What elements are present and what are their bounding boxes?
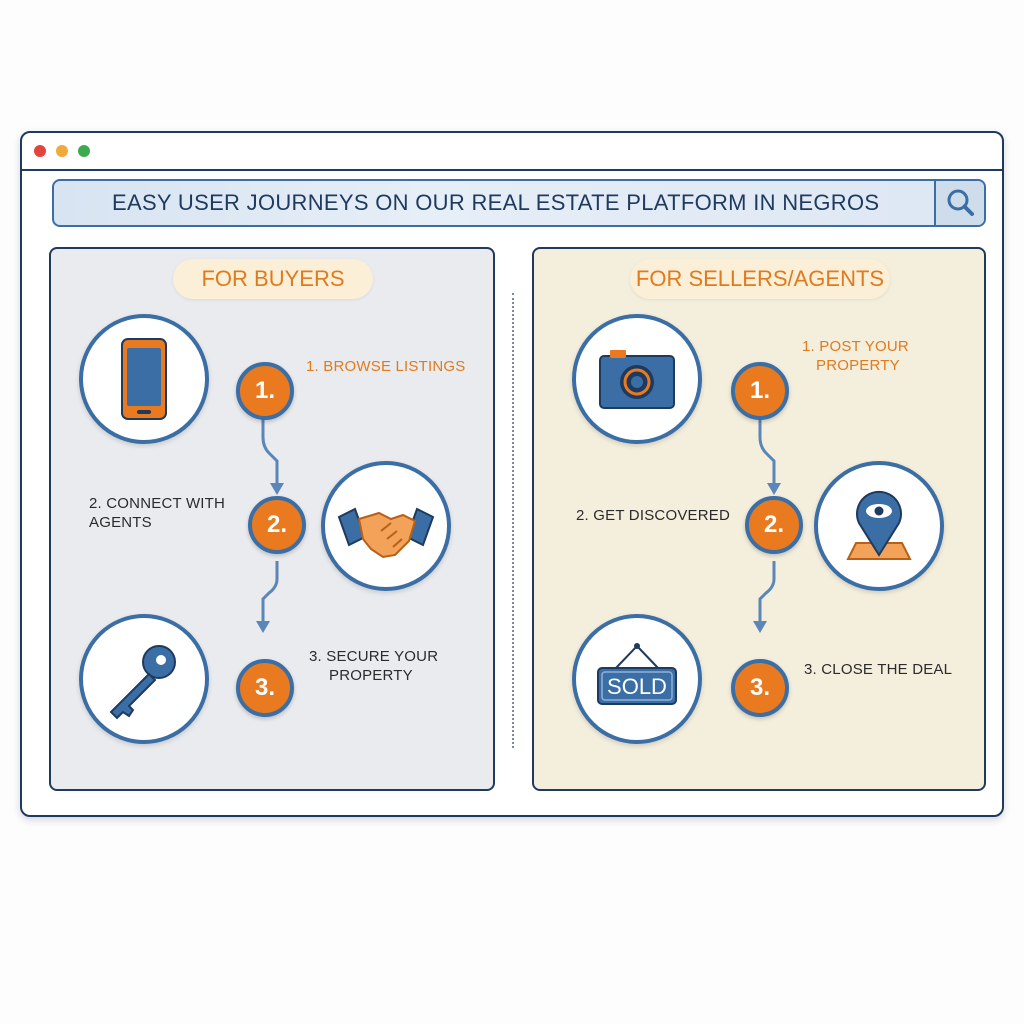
sellers-step-1-label: 1. POST YOUR PROPERTY xyxy=(802,338,909,374)
browser-window: EASY USER JOURNEYS ON OUR REAL ESTATE PL… xyxy=(20,131,1004,817)
sold-sign-text: SOLD xyxy=(607,674,667,699)
map-pin-eye-icon xyxy=(846,490,912,560)
sellers-step-2-badge: 2. xyxy=(745,496,803,554)
sellers-flow-connectors xyxy=(753,415,781,633)
minimize-window-button[interactable] xyxy=(56,145,68,157)
handshake-icon xyxy=(337,507,435,559)
post-property-illustration xyxy=(572,314,702,444)
sellers-step-3-label: 3. CLOSE THE DEAL xyxy=(804,661,953,678)
key-icon xyxy=(109,645,176,720)
page-title: EASY USER JOURNEYS ON OUR REAL ESTATE PL… xyxy=(112,190,880,215)
buyers-step-2-label: 2. CONNECT WITH AGENTS xyxy=(89,495,226,531)
browse-listings-illustration xyxy=(79,314,209,444)
buyers-panel: FOR BUYERS 1. 1. BROWSE LISTINGS 2. CONN… xyxy=(49,247,495,791)
buyers-flow-connectors xyxy=(256,415,284,633)
maximize-window-button[interactable] xyxy=(78,145,90,157)
close-deal-illustration: SOLD xyxy=(572,614,702,744)
search-button[interactable] xyxy=(934,181,984,225)
sellers-step-3-badge: 3. xyxy=(731,659,789,717)
buyers-step-1-badge: 1. xyxy=(236,362,294,420)
search-icon xyxy=(947,189,974,216)
sellers-panel: FOR SELLERS/AGENTS 1. 1. POST YOUR xyxy=(532,247,986,791)
sellers-step-2-label: 2. GET DISCOVERED xyxy=(576,507,730,524)
panel-divider xyxy=(512,293,514,748)
sold-sign-icon: SOLD xyxy=(597,643,677,705)
close-window-button[interactable] xyxy=(34,145,46,157)
buyers-header: FOR BUYERS xyxy=(173,259,373,299)
camera-icon xyxy=(599,350,675,409)
buyers-step-2-badge: 2. xyxy=(248,496,306,554)
buyers-step-3-label: 3. SECURE YOUR PROPERTY xyxy=(309,648,439,684)
smartphone-icon xyxy=(121,338,167,420)
sellers-step-1-badge: 1. xyxy=(731,362,789,420)
search-bar[interactable]: EASY USER JOURNEYS ON OUR REAL ESTATE PL… xyxy=(52,179,986,227)
secure-property-illustration xyxy=(79,614,209,744)
buyers-step-1-label: 1. BROWSE LISTINGS xyxy=(306,358,466,375)
buyers-step-3-badge: 3. xyxy=(236,659,294,717)
get-discovered-illustration xyxy=(814,461,944,591)
connect-agents-illustration xyxy=(321,461,451,591)
window-titlebar xyxy=(22,133,1002,171)
sellers-header: FOR SELLERS/AGENTS xyxy=(630,259,890,299)
